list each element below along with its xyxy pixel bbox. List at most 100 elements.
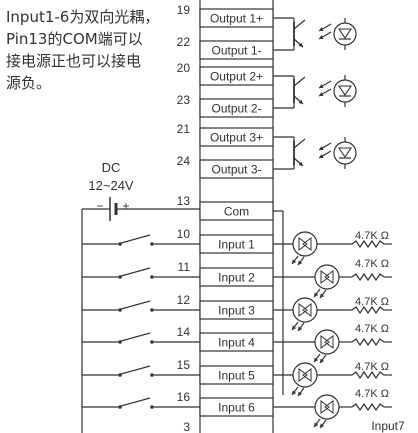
- switch-blade: [120, 332, 151, 342]
- output-terminal-label: Output 2+: [210, 70, 263, 84]
- power-plus-sign: +: [122, 199, 129, 213]
- input-terminal-label: Input 4: [218, 336, 255, 350]
- input-diode-reverse: [324, 270, 334, 284]
- resistor-zigzag: [351, 337, 385, 347]
- output-pin-number: 23: [177, 93, 191, 107]
- led-diode-symbol: [337, 85, 353, 96]
- switch-contact: [150, 275, 154, 279]
- switch-blade: [120, 234, 151, 244]
- light-arrow-head: [319, 35, 324, 39]
- resistor-label: 4.7K Ω: [355, 230, 389, 242]
- input-diode-forward: [298, 303, 308, 317]
- resistor-label: 4.7K Ω: [355, 258, 389, 270]
- switch-blade: [120, 365, 151, 375]
- output-terminal-label: Output 1-: [211, 44, 261, 58]
- resistor-label: 4.7K Ω: [355, 323, 389, 335]
- power-minus-sign: −: [96, 199, 103, 213]
- power-voltage: 12~24V: [88, 178, 134, 193]
- input-light-arrow-head: [314, 422, 319, 427]
- resistor-zigzag: [351, 370, 385, 380]
- output-terminal-label: Output 2-: [211, 102, 261, 116]
- switch-contact: [118, 405, 122, 409]
- switch-contact: [118, 308, 122, 312]
- switch-blade: [120, 300, 151, 310]
- input-diode-reverse: [302, 368, 312, 382]
- light-arrow-head: [319, 92, 324, 96]
- input-diode-forward: [320, 270, 330, 284]
- input-pin-number: 11: [178, 260, 191, 274]
- input-diode-forward: [298, 237, 308, 251]
- output-pin-number: 20: [177, 61, 191, 75]
- input-diode-forward: [320, 400, 330, 414]
- input-light-arrow-head: [320, 293, 325, 298]
- input-pin-number: 14: [177, 325, 191, 339]
- led-diode-symbol: [337, 147, 353, 158]
- input-light-arrow-head: [298, 260, 303, 265]
- phototransistor-collector: [293, 76, 306, 87]
- input-optocoupler-circle: [314, 264, 340, 290]
- switch-contact: [118, 373, 122, 377]
- input-pin-number: 16: [177, 390, 191, 404]
- output-terminal-label: Output 3+: [210, 131, 263, 145]
- input-light-arrow-head: [292, 325, 297, 330]
- light-arrow-head: [319, 84, 324, 88]
- output-pin-number: 21: [177, 122, 191, 136]
- output-pin-number: 19: [177, 3, 191, 17]
- light-arrow-head: [319, 154, 324, 158]
- phototransistor-emitter-head: [298, 99, 303, 104]
- output-pin-number: 22: [177, 35, 191, 49]
- input-diode-forward: [320, 335, 330, 349]
- switch-contact: [118, 242, 122, 246]
- light-arrow-head: [319, 27, 324, 31]
- note-line-3: 接电源正也可以接电: [6, 52, 142, 70]
- input-optocoupler-circle: [314, 394, 340, 420]
- input-light-arrow-head: [298, 326, 303, 331]
- input-terminal-label: Input 2: [218, 271, 255, 285]
- switch-contact: [150, 405, 154, 409]
- com-terminal-label: Com: [224, 205, 249, 219]
- switch-contact: [150, 340, 154, 344]
- phototransistor-emitter-head: [298, 42, 303, 47]
- input-diode-reverse: [324, 400, 334, 414]
- input-terminal-label: Input 3: [218, 304, 255, 318]
- input-optocoupler-circle: [314, 329, 340, 355]
- input-optocoupler-circle: [292, 297, 318, 323]
- partial-input-label: Input7: [371, 419, 405, 433]
- com-pin-number: 13: [177, 194, 191, 208]
- input-pin-number: 12: [177, 293, 191, 307]
- output-terminal-label: Output 3-: [211, 163, 261, 177]
- input-optocoupler-circle: [292, 362, 318, 388]
- input-diode-forward: [298, 368, 308, 382]
- resistor-label: 4.7K Ω: [355, 296, 389, 308]
- switch-contact: [150, 373, 154, 377]
- input-optocoupler-circle: [292, 231, 318, 257]
- note-line-4: 源负。: [6, 74, 52, 92]
- resistor-label: 4.7K Ω: [355, 361, 389, 373]
- input-diode-reverse: [324, 335, 334, 349]
- phototransistor-collector: [293, 138, 306, 149]
- input-light-arrow-head: [320, 423, 325, 428]
- resistor-zigzag: [351, 239, 385, 249]
- led-circle: [333, 22, 357, 46]
- switch-blade: [120, 267, 151, 277]
- switch-blade: [120, 397, 151, 407]
- light-arrow-head: [319, 146, 324, 150]
- led-circle: [333, 141, 357, 165]
- input-terminal-label: Input 6: [218, 401, 255, 415]
- input-diode-reverse: [302, 237, 312, 251]
- input-light-arrow-head: [298, 391, 303, 396]
- input-light-arrow-head: [320, 358, 325, 363]
- resistor-zigzag: [351, 305, 385, 315]
- led-diode-symbol: [337, 28, 353, 39]
- phototransistor-emitter-head: [298, 161, 303, 166]
- led-circle: [333, 79, 357, 103]
- input-terminal-label: Input 5: [218, 369, 255, 383]
- output-pin-number: 24: [177, 154, 191, 168]
- switch-contact: [150, 308, 154, 312]
- input-pin-number: 10: [177, 227, 191, 241]
- note-line-2: Pin13的COM端可以: [6, 30, 143, 48]
- optocoupler-note: Input1-6为双向光耦， Pin13的COM端可以 接电源正也可以接电 源负…: [6, 6, 196, 94]
- resistor-zigzag: [351, 402, 385, 412]
